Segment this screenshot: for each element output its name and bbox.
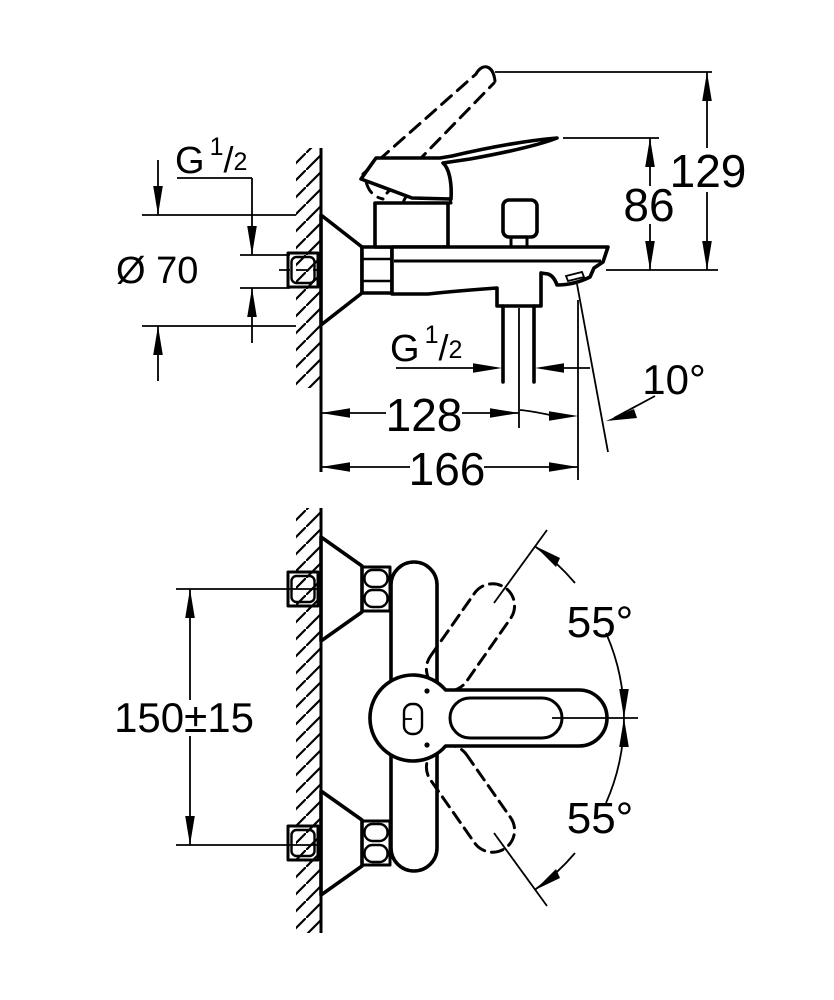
thread-prefix: G bbox=[175, 140, 205, 182]
escutcheon bbox=[319, 213, 364, 327]
arrowhead-left-icon bbox=[321, 408, 350, 418]
arc-tail bbox=[519, 409, 551, 416]
arrowhead-icon bbox=[535, 546, 560, 567]
inlet-fitting bbox=[286, 824, 320, 862]
swing-limit-line bbox=[493, 529, 548, 604]
dim-diameter-70-label: Ø 70 bbox=[116, 250, 198, 292]
arrowhead-right-icon bbox=[490, 408, 519, 418]
spout-outline bbox=[390, 245, 610, 308]
extension-lines bbox=[142, 71, 718, 480]
thread-denominator: 2 bbox=[448, 336, 462, 364]
arrowhead-up-icon bbox=[185, 589, 195, 618]
union-nut-facet bbox=[363, 588, 389, 609]
arrowhead-down-icon bbox=[185, 816, 195, 845]
arrowhead-right-icon bbox=[549, 411, 578, 421]
thread-numerator: 1 bbox=[425, 321, 439, 349]
thread-prefix: G bbox=[390, 328, 420, 370]
dim-depth-166-label: 166 bbox=[409, 443, 486, 495]
arrowhead-right-icon bbox=[473, 363, 502, 373]
thread-numerator: 1 bbox=[210, 133, 224, 161]
plan-view: 150±15 55° 55° bbox=[114, 508, 638, 933]
arrowhead-up-icon bbox=[153, 326, 163, 355]
arrowhead-up-icon bbox=[702, 72, 712, 101]
wall-section bbox=[296, 148, 323, 472]
inlet-connection bbox=[279, 251, 327, 289]
cartridge-housing bbox=[373, 201, 450, 249]
pivot-details bbox=[402, 688, 430, 748]
arrowhead-down-icon bbox=[247, 226, 257, 255]
arrowhead-left-icon bbox=[321, 462, 350, 472]
arrowhead-icon bbox=[535, 869, 560, 890]
dim-height-129-label: 129 bbox=[670, 145, 747, 197]
arrowhead-left-icon bbox=[535, 363, 564, 373]
dim-height-86-label: 86 bbox=[623, 179, 674, 231]
thread-denominator: 2 bbox=[233, 148, 247, 176]
dim-swing-lower: 55° bbox=[493, 717, 634, 907]
spray-angle-line bbox=[576, 283, 609, 453]
marker-dot bbox=[424, 742, 430, 748]
arrowhead-left-icon bbox=[606, 409, 637, 421]
dim-swing-upper-label: 55° bbox=[567, 598, 634, 647]
union-nut-facet bbox=[363, 843, 389, 864]
thread-slash: / bbox=[223, 139, 233, 180]
dim-depth-128-label: 128 bbox=[386, 389, 463, 441]
dim-depth-166: 166 bbox=[321, 443, 578, 495]
leader-line bbox=[613, 395, 656, 419]
dim-depth-128: 128 bbox=[321, 389, 519, 441]
arrowhead-down-icon bbox=[153, 186, 163, 215]
spout-body bbox=[390, 198, 610, 384]
dim-height-86: 86 bbox=[623, 138, 675, 270]
thread-slash: / bbox=[438, 327, 448, 368]
dim-swing-lower-label: 55° bbox=[567, 794, 634, 843]
raised-lever-tip bbox=[474, 65, 497, 83]
dim-height-129: 129 bbox=[670, 72, 747, 270]
dim-inlet-spacing-label: 150±15 bbox=[114, 694, 254, 741]
union-nut bbox=[360, 245, 394, 295]
dim-spray-angle-label: 10° bbox=[642, 356, 706, 403]
aerator-slot bbox=[564, 270, 586, 283]
inlet-fitting-inner bbox=[290, 828, 316, 858]
arrowhead-down-icon bbox=[619, 689, 629, 718]
arrowhead-up-icon bbox=[247, 288, 257, 317]
lever-plan-outline bbox=[368, 673, 609, 763]
arrowhead-right-icon bbox=[549, 462, 578, 472]
arrowhead-down-icon bbox=[645, 241, 655, 270]
dim-diameter-70: Ø 70 bbox=[116, 160, 198, 381]
dim-swing-upper: 55° bbox=[493, 529, 634, 719]
arrowhead-up-icon bbox=[619, 718, 629, 747]
marker-dot bbox=[424, 688, 430, 694]
dim-spray-angle: 10° bbox=[519, 356, 706, 421]
swing-limit-line bbox=[493, 832, 548, 907]
raised-lever-rear-arc bbox=[364, 179, 385, 201]
union-nut-facet bbox=[363, 822, 389, 843]
swing-arc bbox=[605, 717, 625, 804]
diverter-knob bbox=[501, 198, 539, 239]
escutcheon bbox=[319, 535, 364, 643]
dim-inlet-spacing: 150±15 bbox=[114, 588, 320, 846]
union-nut-facet bbox=[363, 568, 389, 589]
arrowhead-down-icon bbox=[702, 241, 712, 270]
union-nut-body bbox=[360, 245, 394, 295]
arrowhead-up-icon bbox=[645, 138, 655, 167]
escutcheon bbox=[319, 789, 364, 897]
lever-handle bbox=[359, 136, 559, 201]
